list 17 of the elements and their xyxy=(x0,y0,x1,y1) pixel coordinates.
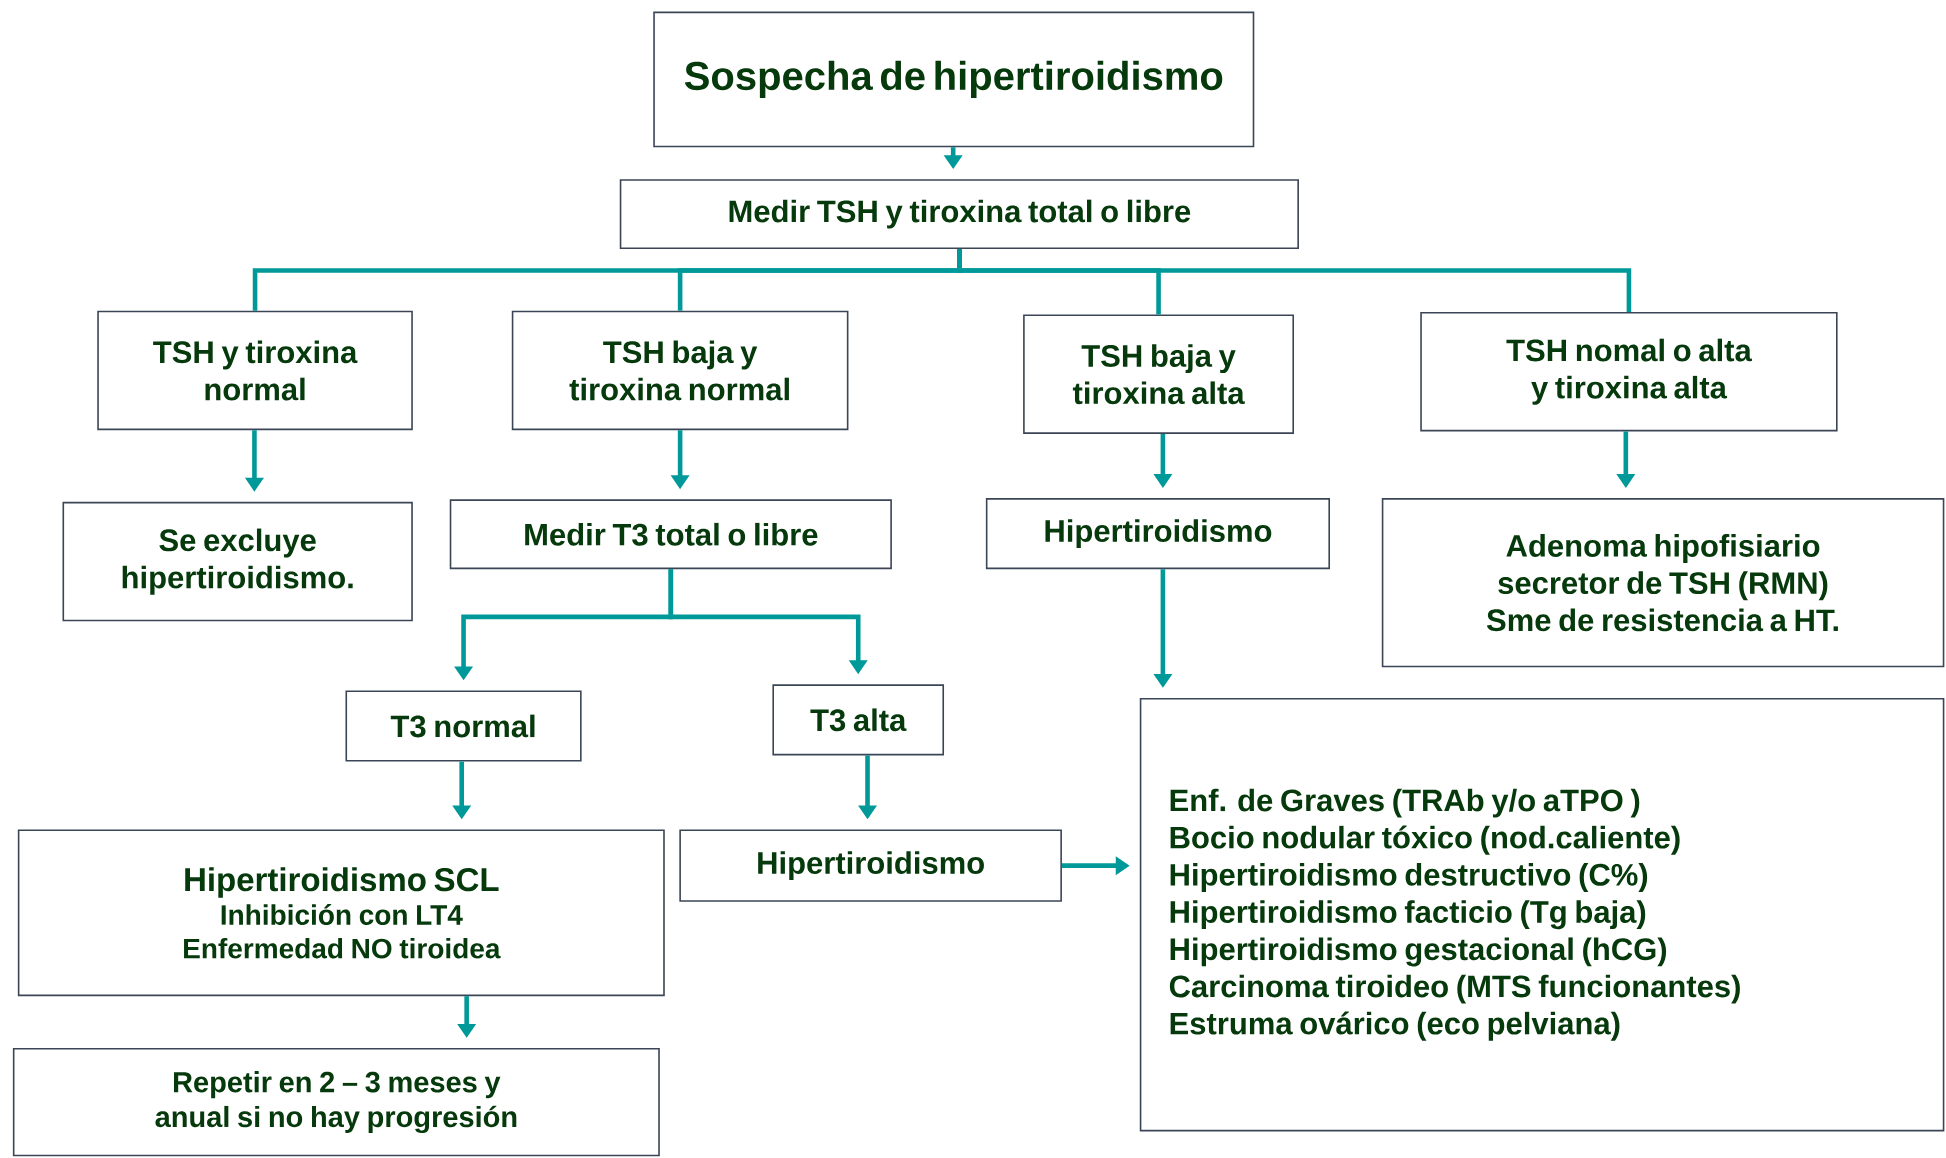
process-box: TSH nomal o alta y tiroxina alta xyxy=(1420,312,1838,432)
process-box: Hipertiroidismo xyxy=(679,829,1062,902)
process-box: Sospecha de hipertiroidismo xyxy=(653,11,1255,148)
process-box: TSH baja y tiroxina alta xyxy=(1023,314,1294,434)
process-box: Hipertiroidismo xyxy=(985,498,1330,570)
process-box: Hipertiroidismo SCL Inhibición con LT4 Enfermedad NO tiroidea xyxy=(17,829,665,997)
process-box: TSH baja y tiroxina normal xyxy=(511,310,849,431)
process-box: Adenoma hipofisiario secretor de TSH (RMN) Sme de resistencia a HT. xyxy=(1381,498,1945,668)
process-box: T3 normal xyxy=(345,690,582,762)
process-box: TSH y tiroxina normal xyxy=(97,310,413,431)
process-box: Enf. de Graves (TRAb y/o aTPO ) Bocio nodular tóxico (nod.caliente) Hipertiroidismo destructivo (C%) Hipertiroidismo facticio (Tg baja) Hipertiroidismo gestacional (hCG) Carcinoma tiroideo (MTS funcionantes) Estruma ovárico (eco pelviana) xyxy=(1139,697,1945,1132)
connector-line xyxy=(957,249,1632,312)
process-box: Repetir en 2 – 3 meses y anual si no hay progresión xyxy=(12,1047,660,1157)
process-box: Medir T3 total o libre xyxy=(449,499,892,570)
process-box: T3 alta xyxy=(772,684,944,756)
process-box: Medir TSH y tiroxina total o libre xyxy=(619,179,1299,250)
process-box: Se excluye hipertiroidismo. xyxy=(62,501,413,622)
